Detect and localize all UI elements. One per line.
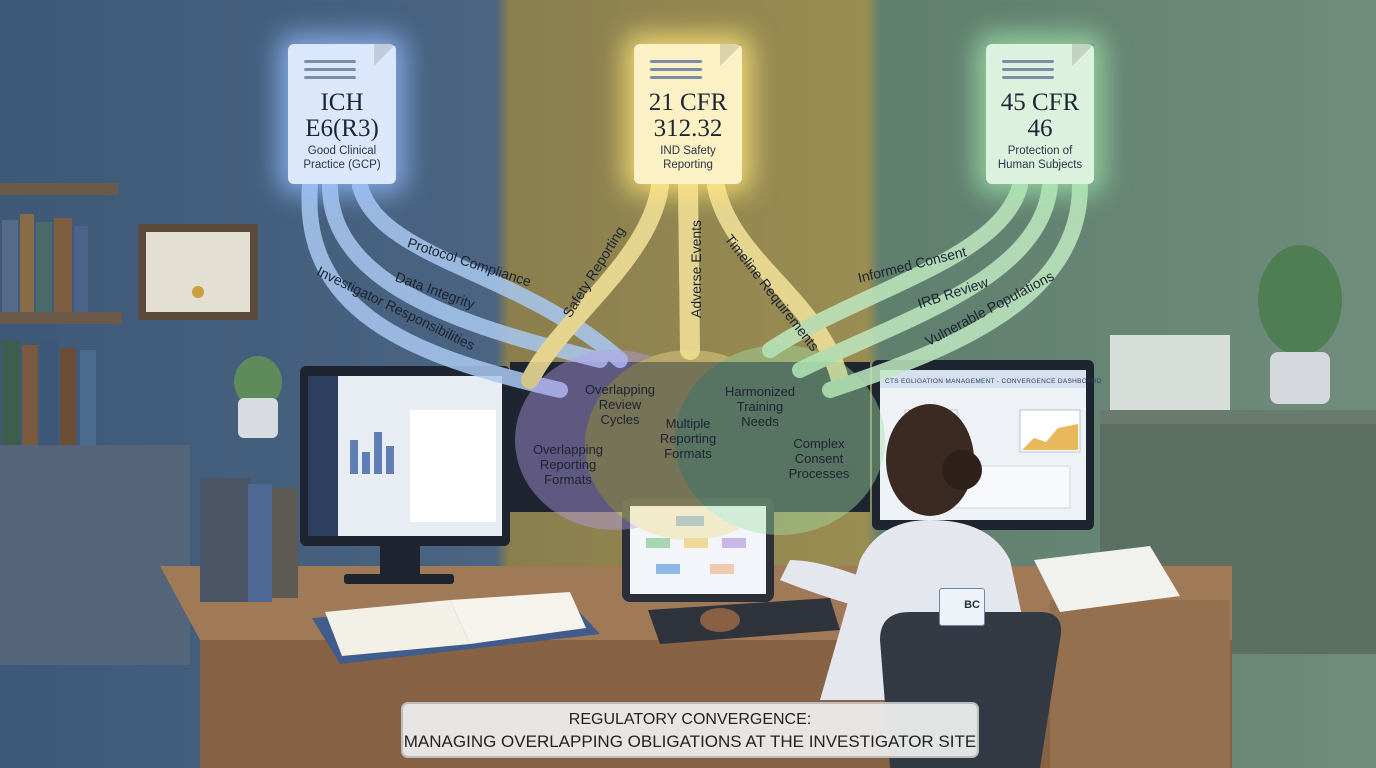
venn-circle-purple (515, 350, 715, 530)
left-books (2, 214, 96, 448)
venn-overlap (515, 345, 885, 540)
flow-investigator-responsibilities (301, 178, 568, 398)
caption-banner: REGULATORY CONVERGENCE: MANAGING OVERLAP… (401, 702, 979, 758)
binder-2 (248, 484, 272, 602)
left-shelf-bottom (0, 312, 122, 324)
certificate-paper (146, 232, 250, 312)
keyboard (648, 598, 840, 644)
label-adverse-events: Adverse Events (688, 219, 704, 318)
ich-subtitle: Good Clinical Practice (GCP) (303, 145, 381, 171)
document-lines-icon (650, 60, 702, 84)
document-lines-icon (304, 60, 356, 84)
venn-circle-green (675, 345, 885, 535)
certificate-seal (192, 286, 204, 298)
center-monitor (510, 362, 870, 512)
binder-1 (200, 478, 250, 602)
plant-left (234, 356, 282, 438)
desk-drawers (1050, 600, 1230, 768)
cfr45-subtitle: Protection of Human Subjects (997, 145, 1083, 171)
left-cabinet (0, 445, 190, 665)
right-binders (1110, 335, 1230, 410)
cfr-21-document: 21 CFR 312.32 IND Safety Reporting (634, 44, 742, 184)
id-badge: BC (939, 588, 985, 626)
binder-3 (272, 488, 298, 598)
ich-e6-document: ICH E6(R3) Good Clinical Practice (GCP) (288, 44, 396, 184)
left-shelf-top (0, 183, 118, 195)
cfr-45-document: 45 CFR 46 Protection of Human Subjects (986, 44, 1094, 184)
cfr21-title: 21 CFR 312.32 (648, 89, 728, 142)
caption-line-1: REGULATORY CONVERGENCE: (568, 711, 812, 728)
flow-safety-reporting (521, 177, 669, 389)
ich-title: ICH E6(R3) (305, 89, 379, 142)
document-lines-icon (1002, 60, 1054, 84)
caption-line-2: MANAGING OVERLAPPING OBLIGATIONS AT THE … (403, 732, 977, 751)
paper-stack (1034, 546, 1180, 612)
venn-circle-yellow (585, 350, 795, 540)
plant-right (1258, 245, 1342, 404)
cfr21-subtitle: IND Safety Reporting (660, 145, 716, 171)
flow-irb-review (792, 178, 1058, 378)
dashboard-title: CTS EGLIGATION MANAGEMENT - CONVERGENCE … (885, 378, 1102, 385)
flow-adverse-events (678, 176, 700, 360)
right-shelf (1100, 410, 1376, 424)
flow-vulnerable-populations (822, 178, 1088, 398)
cfr45-title: 45 CFR 46 (1000, 89, 1080, 142)
flow-informed-consent (762, 178, 1028, 358)
